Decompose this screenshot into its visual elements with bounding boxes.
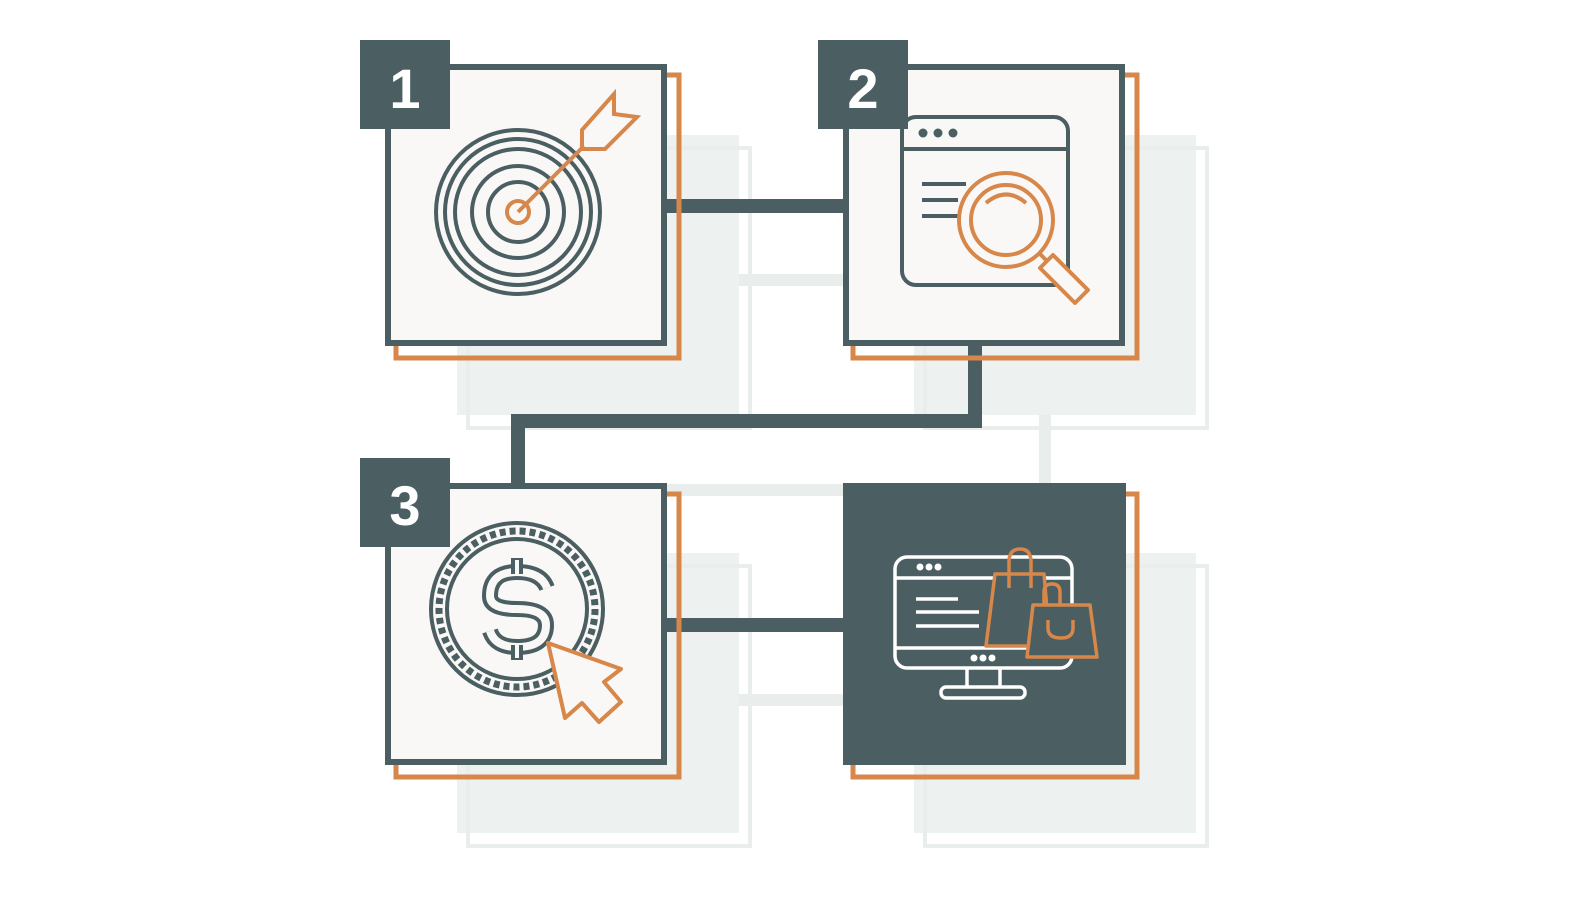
connector-2-3 [511,344,982,488]
step-number-badge [360,40,450,129]
step-number-label: 2 [847,57,878,120]
step-card-4 [843,483,1140,780]
step-number-label: 3 [389,474,420,537]
step-number-badge [360,458,450,547]
step-card-2: 2 [818,40,1140,361]
step-card-3: 3 [360,458,682,780]
step-number-badge [818,40,908,129]
coin-dollar-click-icon [429,521,623,724]
browser-search-icon [900,115,1090,305]
monitor-shopping-bags-icon [893,547,1099,700]
step-card-1: 1 [360,40,682,361]
step-number-label: 1 [389,57,420,120]
connector-lines [511,199,982,632]
target-with-arrow-icon [434,88,642,296]
